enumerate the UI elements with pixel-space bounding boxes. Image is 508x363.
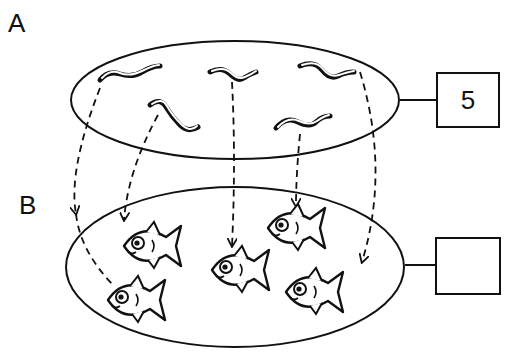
- count-number: 5: [461, 87, 475, 113]
- fish-group-ellipse: B: [65, 186, 405, 348]
- ellipse-outline: [65, 186, 405, 348]
- group-letter: B: [19, 192, 36, 218]
- count-box: 5: [436, 72, 500, 128]
- group-letter: A: [8, 10, 25, 36]
- worm-group-ellipse: A: [70, 40, 400, 160]
- connector-line: [400, 99, 436, 101]
- ellipse-outline: [70, 40, 400, 160]
